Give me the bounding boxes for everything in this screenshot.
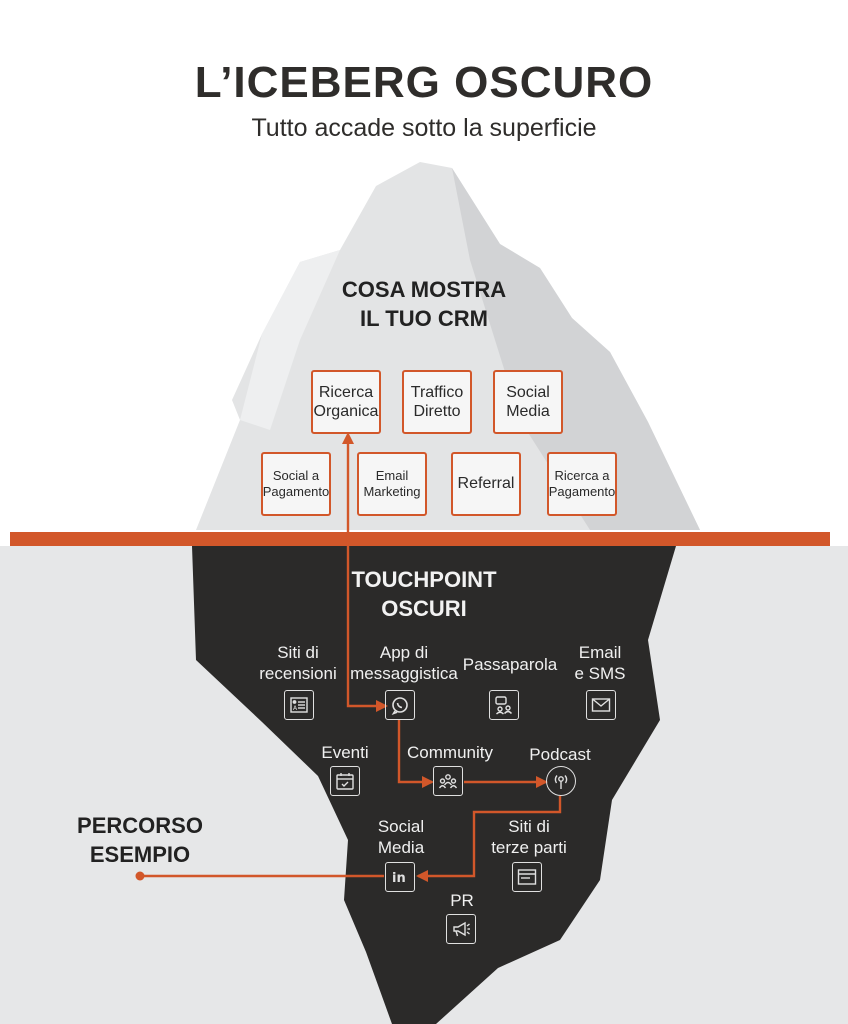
channel-label: Media <box>506 403 550 420</box>
whatsapp-icon <box>385 690 415 720</box>
arrowhead-left <box>416 870 428 882</box>
touchpoint-label: Eventi <box>321 743 369 762</box>
example-path-arrowheads <box>135 432 548 882</box>
channel-box-referral: Referral <box>451 452 521 516</box>
touchpoint-label: Siti di <box>277 643 319 662</box>
touchpoint-messaging-apps: App di messaggistica <box>344 642 464 685</box>
channel-label: Pagamento <box>548 484 616 499</box>
touchpoint-label: terze parti <box>491 838 567 858</box>
arrowhead-right-1 <box>376 700 388 712</box>
crm-heading-line2: IL TUO CRM <box>360 305 488 331</box>
touchpoint-label: Podcast <box>529 745 591 764</box>
dark-heading-line1: TOUCHPOINT <box>351 567 497 592</box>
arrowhead-right-3 <box>536 776 548 788</box>
touchpoint-events: Eventi <box>305 742 385 763</box>
example-path-line1: PERCORSO <box>77 813 203 838</box>
svg-text:A: A <box>293 705 298 712</box>
example-path-label: PERCORSO ESEMPIO <box>40 812 240 869</box>
touchpoint-pr: PR <box>432 890 492 911</box>
linkedin-icon: in <box>385 862 415 892</box>
arrowhead-up <box>342 432 354 444</box>
crm-heading-line1: COSA MOSTRA <box>341 277 507 302</box>
channel-label: Social <box>506 383 550 401</box>
channel-label: Marketing <box>363 484 421 499</box>
example-path-lines <box>140 436 562 878</box>
page-title: L’ICEBERG OSCURO <box>194 58 654 107</box>
path-line-4 <box>418 796 562 878</box>
channel-label: Organica <box>313 403 379 420</box>
touchpoint-label: e SMS <box>574 664 626 684</box>
iceberg-base <box>192 546 676 1024</box>
browser-icon <box>512 862 542 892</box>
envelope-icon <box>586 690 616 720</box>
path-line-1 <box>346 436 386 708</box>
touchpoint-label: Media <box>377 838 425 858</box>
example-path-line2: ESEMPIO <box>89 841 191 867</box>
podcast-icon <box>546 766 576 796</box>
touchpoint-label: Siti di <box>508 817 550 836</box>
page-subtitle: Tutto accade sotto la superficie <box>251 114 597 142</box>
channel-label: Ricerca <box>318 383 374 401</box>
touchpoint-email-sms: Email e SMS <box>560 642 640 685</box>
word-of-mouth-icon <box>489 690 519 720</box>
touchpoint-label: Passaparola <box>462 655 558 674</box>
touchpoint-review-sites: Siti di recensioni <box>248 642 348 685</box>
dark-touchpoints-heading: TOUCHPOINT OSCURI <box>324 566 524 623</box>
iceberg-tip-highlight <box>240 250 340 430</box>
calendar-icon <box>330 766 360 796</box>
touchpoint-word-of-mouth: Passaparola <box>458 654 562 675</box>
svg-text:in: in <box>392 871 406 886</box>
touchpoint-label: Community <box>407 743 493 762</box>
iceberg-tip-shadow <box>452 168 700 530</box>
touchpoint-podcast: Podcast <box>518 744 602 765</box>
path-line-2 <box>397 720 432 784</box>
touchpoint-label: Email <box>578 643 622 662</box>
touchpoint-label: Social <box>377 817 425 836</box>
channel-label: Diretto <box>413 403 461 420</box>
channel-label: Email <box>375 468 409 484</box>
touchpoint-label: App di <box>379 643 429 662</box>
touchpoint-label: PR <box>450 891 474 910</box>
channel-label: Referral <box>457 475 515 493</box>
crm-heading: COSA MOSTRA IL TUO CRM <box>304 276 544 333</box>
channel-label: Social a <box>272 468 320 484</box>
waterline <box>10 532 830 546</box>
community-icon <box>433 766 463 796</box>
channel-label: Pagamento <box>262 484 330 499</box>
megaphone-icon <box>446 914 476 944</box>
channel-label: Ricerca a <box>554 468 610 484</box>
touchpoint-label: messaggistica <box>350 664 458 684</box>
path-start-dot <box>135 871 145 881</box>
touchpoint-community: Community <box>398 742 502 763</box>
touchpoint-label: recensioni <box>259 664 337 684</box>
arrowhead-right-2 <box>422 776 434 788</box>
touchpoint-third-party-sites: Siti di terze parti <box>474 816 584 859</box>
channel-label: Traffico <box>410 383 464 401</box>
review-icon: A <box>284 690 314 720</box>
dark-heading-line2: OSCURI <box>381 595 467 621</box>
